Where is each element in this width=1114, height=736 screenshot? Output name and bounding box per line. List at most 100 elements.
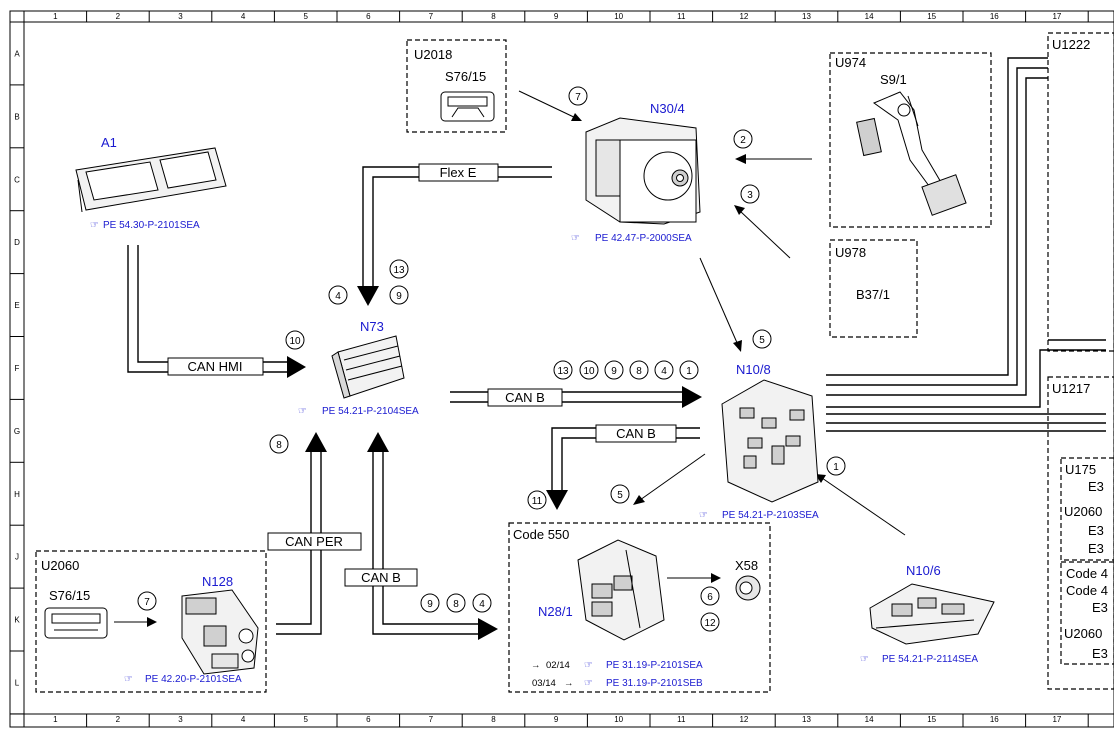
callout: 4 [661,366,667,377]
frame [9,10,1114,728]
a1-reference-link[interactable]: PE 54.30-P-2101SEA [103,220,200,231]
can-b-arrowhead [682,386,702,408]
code-4b-label: Code 4 [1066,583,1108,598]
row-letter: F [15,364,20,373]
callout: 2 [740,135,746,146]
row-letter: B [14,112,19,121]
u1222-label: U1222 [1052,37,1090,52]
callout: 7 [144,597,150,608]
column-number: 15 [927,715,936,724]
column-number: 14 [865,715,874,724]
callout: 7 [575,92,581,103]
can-hmi-label: CAN HMI [188,359,243,374]
callout: 1 [686,366,692,377]
row-letter: L [15,678,20,687]
can-per-label: CAN PER [285,534,343,549]
s9-1-brake-pedal-graphic [856,91,967,216]
column-number: 3 [178,12,183,21]
s76-15-top-label: S76/15 [445,69,486,84]
column-number: 4 [241,715,246,724]
e3-label: E3 [1088,523,1104,538]
a1-display-graphic [75,147,227,213]
column-number: 15 [927,12,936,21]
u2018-label: U2018 [414,47,452,62]
callout: 13 [557,366,569,377]
column-number: 1 [53,715,58,724]
column-number: 7 [429,715,434,724]
column-number: 7 [429,12,434,21]
n10-6-reference-link[interactable]: PE 54.21-P-2114SEA [882,654,978,665]
e3-label: E3 [1092,646,1108,661]
u2060-a-label: U2060 [1064,504,1102,519]
n73-label: N73 [360,319,384,334]
e3-label: E3 [1088,541,1104,556]
document-references[interactable]: ☞ PE 54.30-P-2101SEA ☞ PE 42.47-P-2000SE… [90,220,978,689]
n30-4-label: N30/4 [650,101,685,116]
arrow-icon: → [531,660,541,671]
column-number: 12 [739,715,748,724]
numbered-callouts: 7 2 3 4 13 9 10 5 13 10 9 8 4 1 8 11 5 1… [137,86,846,632]
u974-label: U974 [835,55,866,70]
callout: 10 [583,366,595,377]
column-number: 4 [241,12,246,21]
row-letter: H [14,490,20,499]
can-b-down-label: CAN B [616,426,656,441]
column-number: 2 [116,715,121,724]
pointer-icon: ☞ [584,660,593,671]
n30-4-reference-link[interactable]: PE 42.47-P-2000SEA [595,233,692,244]
component-labels: A1 N30/4 N73 N10/8 N10/6 N128 N28/1 X58 … [49,69,941,619]
signal-arrows [114,90,906,627]
u1217-label: U1217 [1052,381,1090,396]
n28-1-reference-a-link[interactable]: PE 31.19-P-2101SEA [606,660,703,671]
can-b-up-arrowhead [367,432,389,452]
validity-before: 02/14 [546,660,570,671]
callout: 13 [393,265,405,276]
callout: 9 [427,599,433,610]
n28-1-label: N28/1 [538,604,573,619]
validity-from: 03/14 [532,678,556,689]
a1-label: A1 [101,135,117,150]
pointer-icon: ☞ [124,674,133,685]
x58-connector-graphic [735,575,761,601]
column-number: 9 [554,715,559,724]
b37-1-label: B37/1 [856,287,890,302]
row-letter: D [14,238,20,247]
pointer-icon: ☞ [90,220,99,231]
n28-1-module-graphic [577,539,665,641]
column-number: 3 [178,715,183,724]
n28-1-reference-b-link[interactable]: PE 31.19-P-2101SEB [606,678,703,689]
n73-reference-link[interactable]: PE 54.21-P-2104SEA [322,406,419,417]
right-panel-labels: U175 E3 U2060 E3 E3 Code 4 Code 4 E3 U20… [1064,462,1108,661]
n128-label: N128 [202,574,233,589]
callout: 1 [833,462,839,473]
row-letter: J [15,553,19,562]
n10-8-label: N10/8 [736,362,771,377]
column-number: 2 [116,12,121,21]
callout: 5 [759,335,765,346]
column-number: 10 [614,715,623,724]
column-number: 10 [614,12,623,21]
column-number: 17 [1052,12,1061,21]
can-b-main-label: CAN B [505,390,545,405]
can-hmi-arrowhead [287,356,306,378]
group-boxes [35,32,1114,693]
callout: 11 [532,496,543,507]
callout: 8 [276,440,282,451]
column-number: 17 [1052,715,1061,724]
callout: 8 [636,366,642,377]
row-letter: E [14,301,19,310]
column-number: 6 [366,715,371,724]
callout: 10 [289,336,301,347]
callout: 8 [453,599,459,610]
column-number: 8 [491,715,496,724]
pointer-icon: ☞ [584,678,593,689]
can-b-down-arrowhead [546,490,568,510]
column-number: 11 [677,12,686,21]
n10-6-module-graphic [869,583,995,645]
n128-reference-link[interactable]: PE 42.20-P-2101SEA [145,674,242,685]
n10-8-reference-link[interactable]: PE 54.21-P-2103SEA [722,510,819,521]
row-letter: K [14,616,20,625]
pointer-icon: ☞ [860,654,869,665]
